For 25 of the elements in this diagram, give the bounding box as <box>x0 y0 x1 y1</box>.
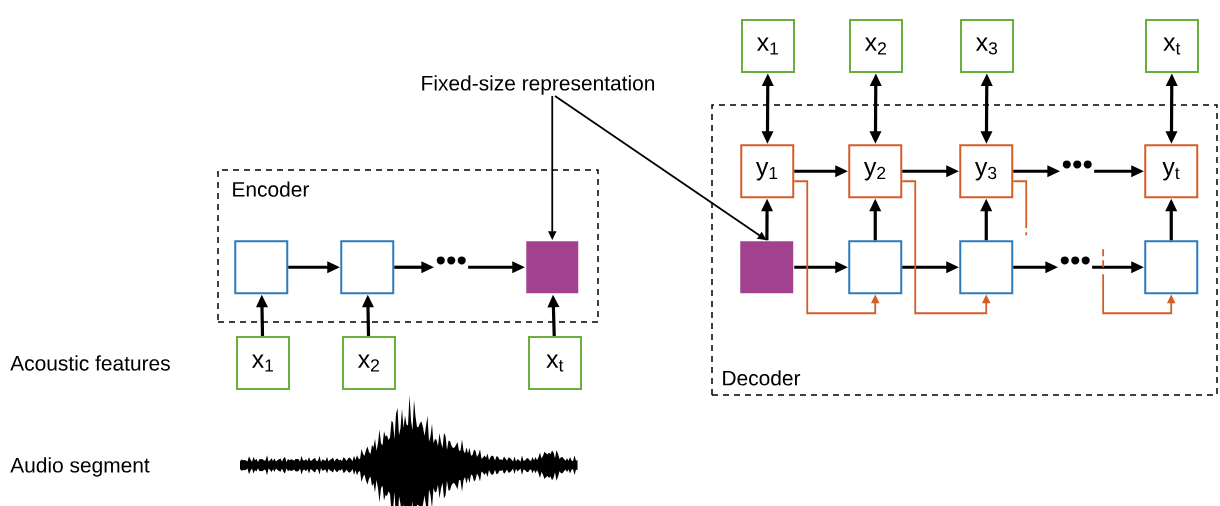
input-box: x$_{2}$ <box>849 19 903 73</box>
input-box: x$_{1}$ <box>236 336 290 390</box>
side-label: Audio segment <box>10 457 150 477</box>
ellipsis: ••• <box>436 256 466 265</box>
hidden-state-box <box>1144 240 1199 295</box>
input-box: x$_{1}$ <box>741 19 795 73</box>
annotation-text: Fixed-size representation <box>422 75 655 95</box>
hidden-state-box <box>234 240 289 295</box>
output-box: y$_{2}$ <box>848 144 903 199</box>
input-box: x$_{3}$ <box>960 19 1014 73</box>
ellipsis: ••• <box>1062 160 1092 169</box>
context-vector-box <box>740 241 794 294</box>
context-vector-box <box>526 241 579 294</box>
output-box: y$_{3}$ <box>959 144 1014 199</box>
output-box: y$_{1}$ <box>740 144 795 199</box>
hidden-state-box <box>340 240 395 295</box>
side-label: Acoustic features <box>10 355 170 371</box>
input-box: x$_{t}$ <box>1145 19 1199 73</box>
ellipsis: ••• <box>1060 256 1090 265</box>
hidden-state-box <box>959 240 1014 295</box>
input-box: x$_{t}$ <box>528 336 582 390</box>
hidden-state-box <box>848 240 903 295</box>
feedback-line <box>1012 180 1028 237</box>
output-box: y$_{t}$ <box>1144 144 1199 199</box>
input-box: x$_{2}$ <box>342 336 396 390</box>
